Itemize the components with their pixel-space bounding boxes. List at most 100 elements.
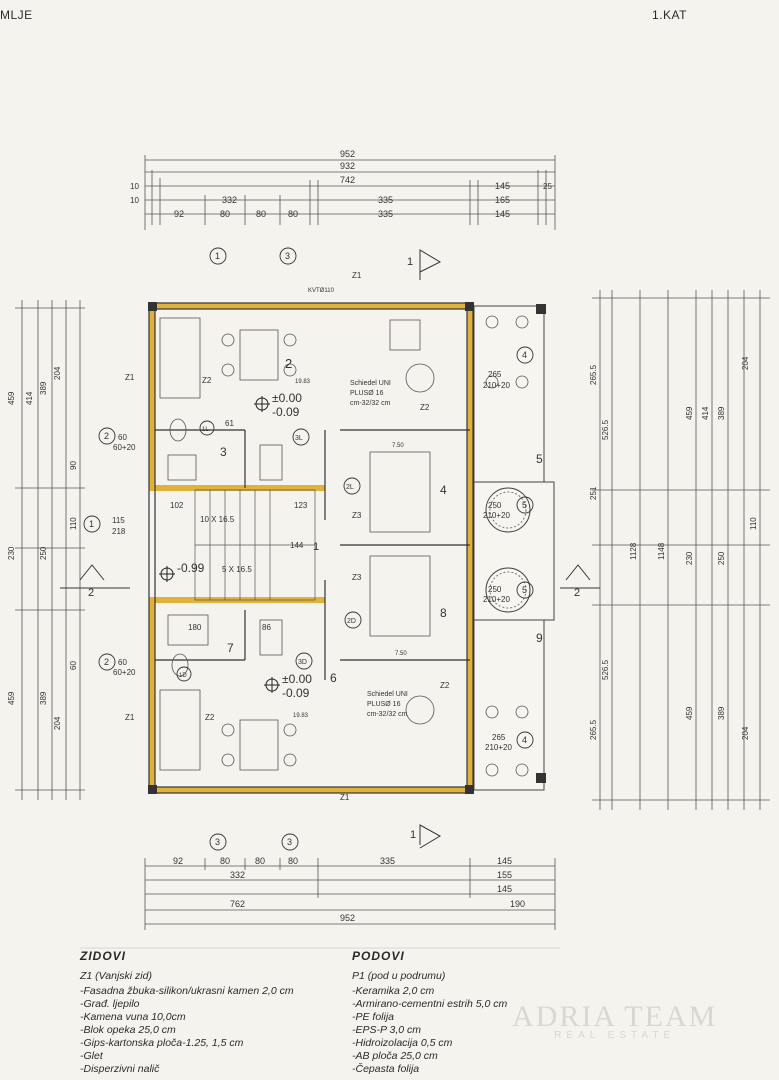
dim-right-526: 526.5: [601, 419, 610, 440]
jacuzzi-top: [485, 487, 531, 533]
open-5b: 5: [522, 585, 527, 595]
dim-top-10: 10: [130, 182, 139, 191]
w250-d: 210+20: [483, 595, 510, 604]
dim-left-459: 459: [7, 391, 16, 405]
terrace-bottom: [473, 619, 545, 791]
dim-left-389: 389: [39, 381, 48, 395]
dim-bot-335: 335: [380, 856, 395, 866]
dim-bot-155: 155: [497, 870, 512, 880]
chimney-top-3: cm-32/32 cm: [350, 400, 391, 407]
open-3d: 3: [287, 837, 292, 847]
dim-top-932: 932: [340, 161, 355, 171]
dim-top-335b: 335: [378, 209, 393, 219]
floors-item: -AB ploča 25,0 cm: [352, 1050, 438, 1062]
w265-c: 265: [492, 733, 506, 742]
dim-bot-92: 92: [173, 856, 183, 866]
open-3a: 1: [215, 251, 220, 261]
open-2b: 2: [104, 657, 109, 667]
dim-right-250: 250: [717, 551, 726, 565]
dim-top-80a: 80: [220, 209, 230, 219]
dim-left-110: 110: [69, 517, 78, 530]
walls-item: -Disperzivni nalič: [80, 1063, 160, 1075]
bottom-dimensions: [144, 858, 556, 930]
stair-1: 10 X 16.5: [200, 515, 235, 524]
dim-bot-762: 762: [230, 899, 245, 909]
level-bottom: ±0.00: [282, 672, 312, 686]
room-5: 5: [536, 452, 543, 466]
dim-right-230: 230: [685, 551, 694, 565]
dim-top-165: 165: [495, 195, 510, 205]
z2-a: Z2: [202, 376, 212, 385]
section-1-bottom: 1: [410, 829, 416, 841]
room-8: 8: [440, 606, 447, 620]
floors-subtitle: P1 (pod u podrumu): [352, 970, 446, 982]
open-3b: 3: [285, 251, 290, 261]
floors-item: -EPS-P 3,0 cm: [352, 1024, 422, 1036]
z2-c: Z2: [205, 713, 215, 722]
z1-a: Z1: [125, 373, 135, 382]
room-7: 7: [227, 641, 234, 655]
dim-left-90: 90: [69, 461, 78, 470]
furniture: [159, 315, 529, 777]
chimney-top-1: Schiedel UNI: [350, 380, 391, 387]
room-2-area: 19.83: [295, 379, 311, 385]
walls-item: -Građ. ljepilo: [80, 998, 140, 1010]
opening-labels: 1 3 3 3 4 5 5 4 2 2 1: [89, 251, 527, 847]
walls-legend: ZIDOVI Z1 (Vanjski zid) -Fasadna žbuka-s…: [80, 950, 294, 1076]
level-top: ±0.00: [272, 391, 302, 405]
dim-right-459b: 459: [685, 706, 694, 720]
dim-bot-332: 332: [230, 870, 245, 880]
dim-top-332: 332: [222, 195, 237, 205]
z3-a: Z3: [352, 511, 362, 520]
room-4: 4: [440, 483, 447, 497]
dim-left-204: 204: [53, 366, 62, 380]
dim-left-230: 230: [7, 546, 16, 560]
terrace-top: [473, 305, 545, 483]
stair-2: 5 X 16.5: [222, 565, 252, 574]
dim-top-145: 145: [495, 181, 510, 191]
s144: 144: [290, 541, 304, 550]
dim-bot-952: 952: [340, 913, 355, 923]
s102: 102: [170, 501, 184, 510]
level-stair: -0.99: [177, 561, 205, 575]
open-3c: 3: [215, 837, 220, 847]
exterior-walls: [149, 303, 473, 793]
z2-d: Z2: [440, 681, 450, 690]
wall-outlines: [148, 302, 474, 794]
floors-legend: PODOVI P1 (pod u podrumu) -Keramika 2,0 …: [352, 950, 507, 1076]
corner-columns: [148, 302, 546, 794]
staircase: [194, 489, 316, 601]
chimney-bot-1: Schiedel UNI: [367, 691, 408, 698]
door-2d: 2D: [347, 618, 356, 625]
w86: 86: [262, 623, 271, 632]
jacuzzi-bottom: [485, 567, 531, 613]
dim-right-414: 414: [701, 406, 710, 420]
dim-top-25: 25: [543, 182, 552, 191]
dim-right-265b: 265.5: [589, 719, 598, 740]
dim-bot-145b: 145: [497, 884, 512, 894]
w265-b: 210+20: [483, 381, 510, 390]
open-1: 1: [89, 519, 94, 529]
w250-b: 210+20: [483, 511, 510, 520]
w60-c: 60: [118, 433, 127, 442]
room-6: 6: [330, 671, 337, 685]
floors-item: -Čepasta folija: [352, 1063, 420, 1075]
dim-top-80c: 80: [288, 209, 298, 219]
header-left: MLJE: [0, 8, 33, 22]
floors-title: PODOVI: [352, 949, 405, 963]
w750-a: 7.50: [392, 443, 404, 449]
dim-right-1148: 1148: [657, 542, 666, 560]
door-1d: 1D: [179, 673, 187, 679]
dim-right-265: 265.5: [589, 364, 598, 385]
jacuzzi-top-inner: [489, 491, 527, 529]
door-2l: 2L: [346, 484, 354, 491]
dim-top-742: 742: [340, 175, 355, 185]
w750-b: 7.50: [395, 651, 407, 657]
room-9: 9: [536, 631, 543, 645]
w60-d: 60+20: [113, 443, 136, 452]
walls-subtitle: Z1 (Vanjski zid): [80, 970, 152, 982]
w250-c: 250: [488, 585, 502, 594]
floors-item: -PE folija: [352, 1011, 395, 1023]
